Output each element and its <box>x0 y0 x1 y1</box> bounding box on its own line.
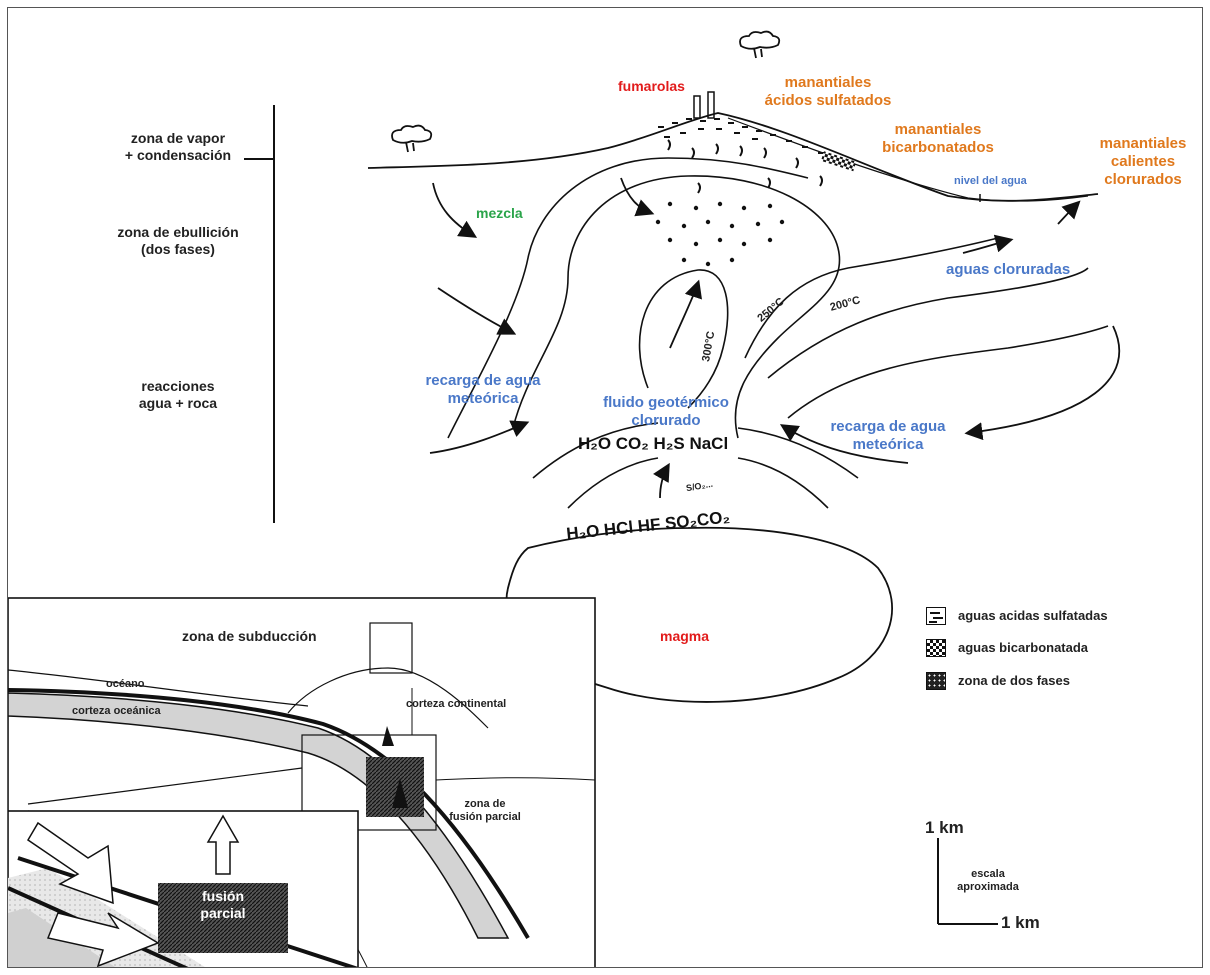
boiling-dots <box>655 201 785 267</box>
legend-swatch-acid <box>926 607 946 625</box>
inset-subduction <box>8 597 596 967</box>
fumarolas-label: fumarolas <box>618 78 685 94</box>
legend-swatch-twophase <box>926 672 946 690</box>
water-level-label: nivel del agua <box>954 175 1027 187</box>
scale-horizontal-label: 1 km <box>1001 913 1040 932</box>
isotherm-lines <box>447 157 1109 509</box>
cloud-icon <box>391 30 781 153</box>
chemistry-upper: H₂O CO₂ H₂S NaCl <box>578 434 729 453</box>
mixing-label: mezcla <box>476 205 523 221</box>
chlorinated-waters-label: aguas cloruradas <box>946 261 1071 278</box>
ocean-label: océano <box>106 678 145 690</box>
oceanic-crust-label: corteza oceánica <box>72 705 161 717</box>
continental-crust-label: corteza continental <box>406 698 507 710</box>
legend-label-acid: aguas acidas sulfatadas <box>958 608 1108 623</box>
bicarbonate-zone <box>820 151 857 172</box>
zone-vapor-label: zona de vapor+ condensación <box>124 130 232 163</box>
subduction-zone-label: zona de subducción <box>182 628 317 644</box>
diagram-frame: zona de vapor+ condensación zona de ebul… <box>7 7 1203 968</box>
acid-sulfate-zone <box>658 118 824 154</box>
zone-bar <box>244 105 275 523</box>
legend-label-twophase: zona de dos fases <box>958 673 1070 688</box>
diagram-canvas <box>8 30 1121 967</box>
steam-marks <box>667 139 823 194</box>
scale-bar <box>937 838 998 925</box>
zone-boiling-label: zona de ebullición(dos fases) <box>117 224 239 257</box>
legend-swatch-bicarb <box>926 639 946 657</box>
fumarole-vents <box>693 91 715 119</box>
legend-label-bicarb: aguas bicarbonatada <box>958 640 1089 655</box>
scale-vertical-label: 1 km <box>925 818 964 837</box>
magma-label: magma <box>660 628 710 644</box>
flow-arrows <box>429 177 1121 499</box>
